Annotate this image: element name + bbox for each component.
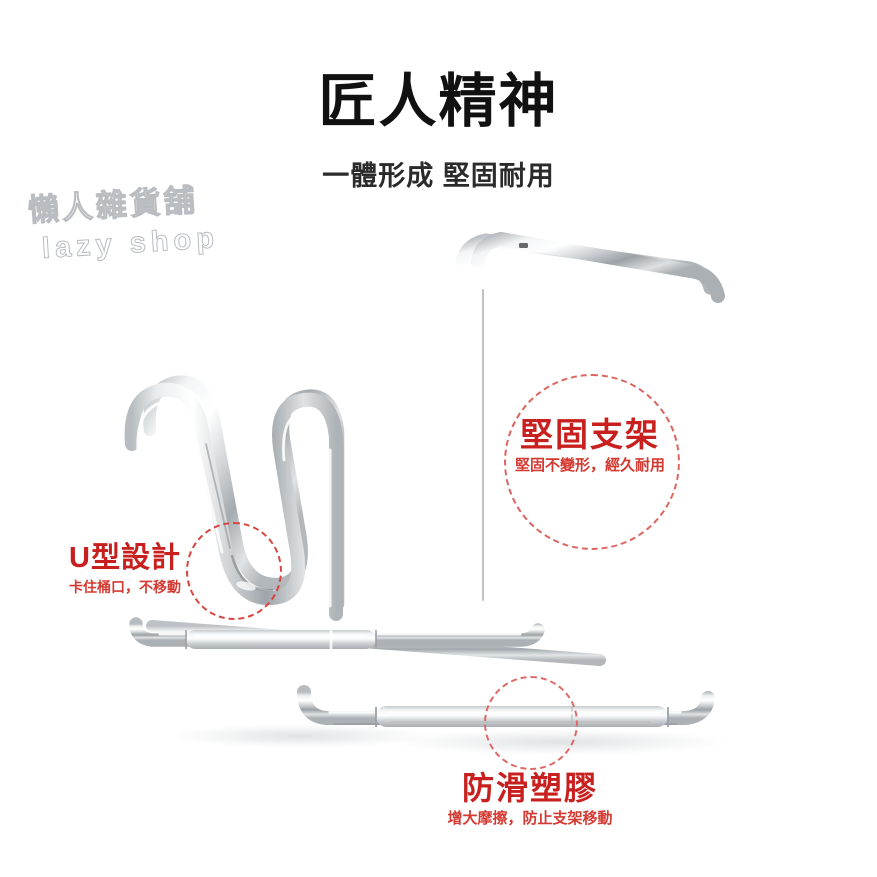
feature-description-sturdy-bracket: 堅固不變形，經久耐用 xyxy=(514,457,665,474)
feature-label-u-design: U型設計 卡住桶口，不移動 xyxy=(30,540,220,598)
anti-slip-sleeve-upper xyxy=(185,630,377,649)
annotation-circle-sturdy-bracket xyxy=(504,374,680,550)
annotation-circle-anti-slip xyxy=(484,676,578,770)
feature-description-anti-slip: 增大摩擦，防止支架移動 xyxy=(447,810,613,827)
feature-description-u-design: 卡住桶口，不移動 xyxy=(69,579,181,595)
rack-back-panel xyxy=(471,231,725,711)
product-shadow xyxy=(170,724,430,748)
page-subtitle: 一體形成 堅固耐用 xyxy=(322,161,555,191)
feature-label-sturdy-bracket: 堅固支架 堅固不變形，經久耐用 xyxy=(470,415,710,477)
feature-title-sturdy-bracket: 堅固支架 xyxy=(520,416,660,453)
page-title: 匠人精神 xyxy=(318,69,559,134)
rack-left-leg xyxy=(329,607,343,697)
feature-label-anti-slip: 防滑塑膠 增大摩擦，防止支架移動 xyxy=(400,768,660,830)
feature-title-u-design: U型設計 xyxy=(69,542,181,574)
feature-title-anti-slip: 防滑塑膠 xyxy=(461,770,598,806)
annotation-circle-u-design xyxy=(186,522,282,620)
